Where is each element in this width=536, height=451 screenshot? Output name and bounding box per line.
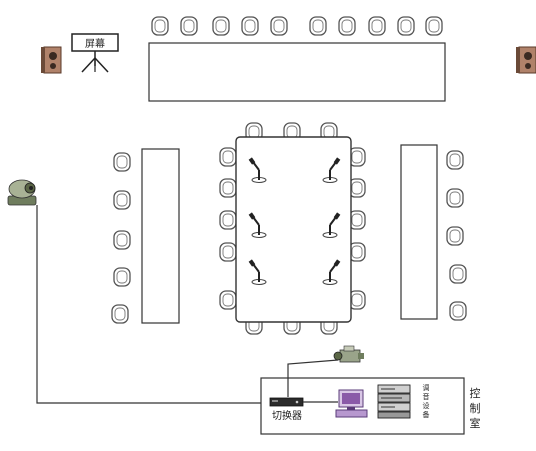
right-table [400, 144, 438, 320]
control-room-label: 控 制 室 [470, 386, 481, 430]
chair-icon [113, 230, 131, 250]
chair-icon [270, 16, 288, 36]
chair-icon [219, 178, 237, 198]
chair-icon [449, 301, 467, 321]
chair-icon [368, 16, 386, 36]
screen-label: 屏幕 [85, 37, 105, 50]
chair-icon [397, 16, 415, 36]
svg-text:室: 室 [470, 416, 481, 430]
svg-text:制: 制 [470, 402, 481, 415]
chair-icon [113, 267, 131, 287]
svg-text:调: 调 [423, 383, 430, 392]
speaker-icon [40, 46, 62, 74]
projection-screen-icon [71, 33, 119, 73]
top-chair-row [151, 16, 443, 36]
speaker-icon [515, 46, 536, 74]
projector-cable [287, 359, 339, 397]
chair-icon [113, 190, 131, 210]
camera-cable [36, 205, 283, 404]
chair-icon [446, 226, 464, 246]
chair-icon [219, 290, 237, 310]
svg-text:设: 设 [423, 401, 430, 410]
audio-rack-icon [377, 384, 411, 419]
tuning-equipment-label: 调 音 设 备 [423, 383, 430, 419]
switcher-icon [269, 397, 304, 407]
svg-text:控: 控 [470, 386, 481, 400]
left-chair-column [111, 152, 131, 324]
conference-table [235, 136, 352, 323]
ptz-camera-icon [7, 179, 37, 206]
chair-icon [219, 147, 237, 167]
chair-icon [219, 242, 237, 262]
chair-icon [212, 16, 230, 36]
front-table [148, 42, 446, 102]
chair-icon [241, 16, 259, 36]
chair-icon [219, 210, 237, 230]
chair-icon [446, 150, 464, 170]
chair-icon [446, 188, 464, 208]
left-table [141, 148, 180, 324]
svg-text:备: 备 [423, 410, 430, 419]
chair-icon [309, 16, 327, 36]
projector-icon [333, 345, 364, 363]
chair-icon [180, 16, 198, 36]
chair-icon [425, 16, 443, 36]
computer-icon [335, 389, 368, 418]
switcher-label: 切换器 [272, 409, 302, 422]
chair-icon [449, 264, 467, 284]
svg-text:音: 音 [423, 392, 430, 401]
chair-icon [151, 16, 169, 36]
chair-icon [338, 16, 356, 36]
right-chair-column [446, 150, 467, 321]
chair-icon [111, 304, 129, 324]
chair-icon [113, 152, 131, 172]
